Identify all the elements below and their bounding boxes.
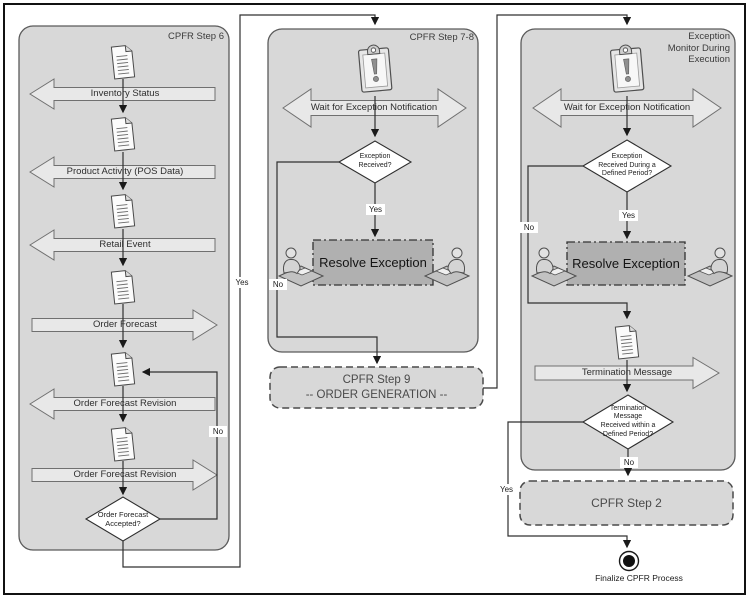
document-icon [110, 269, 136, 305]
order-forecast-revision-arrow-2 [31, 459, 218, 491]
retail-event-label: Retail Event [99, 238, 151, 250]
document-icon [614, 324, 640, 360]
wait-exception-label-step78: Wait for Exception Notification [310, 101, 438, 113]
product-activity-label: Product Activity (POS Data) [66, 165, 184, 177]
yes-path-step6-to-step78 [122, 14, 380, 568]
yes-path-to-finalize [507, 421, 632, 549]
step9-to-monitor-path [483, 14, 632, 389]
no-label: No [620, 457, 638, 468]
termination-message-label: Termination Message [581, 366, 673, 378]
inventory-status-label: Inventory Status [90, 87, 160, 99]
panel-title-monitor: Exception Monitor During Execution [667, 31, 730, 65]
no-path-to-step9 [276, 161, 382, 365]
cpfr-step9-text: CPFR Step 9-- ORDER GENERATION -- [305, 374, 448, 401]
process-end-icon [618, 550, 640, 572]
panel-title-step6: CPFR Step 6 [168, 31, 224, 42]
document-icon [110, 193, 136, 229]
termination-received-diamond [581, 394, 675, 450]
no-path-to-termination [527, 165, 632, 320]
order-forecast-revision-label-2: Order Forecast Revision [73, 468, 177, 480]
panel-title-step78: CPFR Step 7-8 [409, 32, 474, 43]
order-forecast-arrow [31, 309, 218, 341]
cpfr-step2-box [519, 480, 734, 526]
resolve-exception-label-step78: Resolve Exception [319, 255, 427, 270]
no-loop-step6 [141, 367, 218, 520]
document-icon [110, 426, 136, 462]
exception-received-period-diamond [581, 139, 673, 193]
no-label: No [520, 222, 538, 233]
clipboard-alert-icon [357, 43, 393, 93]
wait-exception-label-monitor: Wait for Exception Notification [563, 101, 691, 113]
finalize-cpfr-label: Finalize CPFR Process [595, 573, 683, 583]
resolve-exception-label-monitor: Resolve Exception [572, 256, 680, 271]
order-forecast-accepted-diamond [84, 496, 162, 542]
order-forecast-label: Order Forecast [93, 318, 157, 330]
order-forecast-revision-label-1: Order Forecast Revision [73, 397, 177, 409]
document-icon [110, 351, 136, 387]
no-label: No [209, 426, 227, 437]
document-icon [110, 116, 136, 152]
no-label: No [269, 279, 287, 290]
cpfr-step2-text: CPFR Step 2 [591, 495, 662, 510]
document-icon [110, 44, 136, 80]
resolve-exception-box-monitor [566, 241, 686, 286]
yes-label: Yes [366, 204, 385, 215]
yes-label: Yes [619, 210, 638, 221]
resolve-exception-box-step78 [312, 239, 434, 286]
cpfr-step9-box [269, 366, 484, 409]
exception-received-period-text: Exception Received During a Defined Peri… [598, 153, 656, 178]
exception-received-diamond [337, 140, 413, 184]
yes-label: Yes [232, 277, 252, 288]
termination-received-text: Termination Message Received within a De… [600, 404, 656, 438]
yes-label: Yes [497, 484, 516, 495]
